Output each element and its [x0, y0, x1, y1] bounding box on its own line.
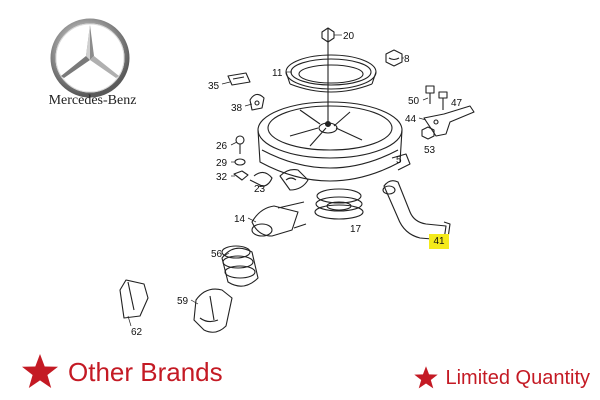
callout-56: 56 [211, 249, 223, 260]
limited-quantity-banner: Limited Quantity [413, 363, 590, 393]
callout-32: 32 [216, 172, 228, 183]
part-47 [438, 91, 448, 110]
part-38 [249, 93, 265, 111]
callout-23: 23 [254, 184, 266, 195]
callout-38: 38 [231, 103, 243, 114]
limited-quantity-label: Limited Quantity [445, 366, 590, 389]
part-11 [285, 54, 377, 93]
callout-20: 20 [343, 31, 355, 42]
brand-name: Mercedes-Benz [48, 93, 137, 108]
part-41 [382, 180, 451, 241]
part-26 [235, 135, 245, 154]
mercedes-star-icon [50, 18, 130, 98]
callout-50: 50 [408, 96, 420, 107]
callout-11: 11 [272, 68, 283, 79]
star-icon [22, 354, 58, 388]
callout-14: 14 [234, 214, 246, 225]
part-8 [385, 49, 403, 67]
highlight-box [429, 234, 449, 249]
callout-29: 29 [216, 158, 228, 169]
callout-8: 8 [404, 54, 410, 65]
part-53 [421, 126, 435, 140]
callout-62: 62 [131, 327, 143, 338]
part-20 [321, 27, 335, 43]
part-62 [119, 279, 149, 319]
part-44 [423, 105, 475, 137]
part-29 [234, 158, 246, 166]
other-brands-label: Other Brands [68, 356, 223, 387]
other-brands-banner: Other Brands [20, 352, 223, 392]
callout-26: 26 [216, 141, 228, 152]
callout-44: 44 [405, 114, 417, 125]
part-17 [314, 188, 364, 220]
callout-53: 53 [424, 145, 436, 156]
callout-35: 35 [208, 81, 220, 92]
part-35 [227, 72, 251, 86]
callout-47: 47 [451, 98, 463, 109]
part-5-housing [257, 40, 411, 191]
callout-59: 59 [177, 296, 189, 307]
part-14 [251, 201, 307, 237]
part-32 [233, 170, 263, 187]
part-59 [193, 288, 233, 333]
part-50 [425, 85, 435, 104]
callout-5: 5 [396, 155, 402, 166]
star-icon [414, 366, 439, 389]
part-56 [221, 245, 259, 287]
part-23 [253, 171, 273, 187]
callout-41-highlighted: 41 [433, 236, 445, 247]
callout-17: 17 [350, 224, 362, 235]
